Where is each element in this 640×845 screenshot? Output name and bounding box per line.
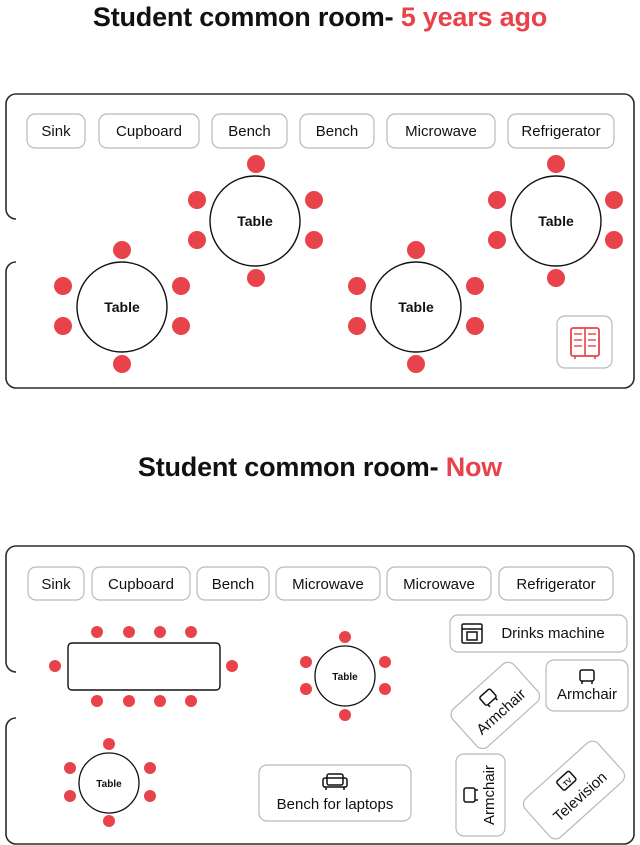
- svg-text:Cupboard: Cupboard: [116, 123, 182, 140]
- now-title-main: Student common room-: [137, 452, 446, 482]
- now-counter-cupboard: Cupboard: [91, 566, 191, 601]
- svg-text:Table: Table: [398, 299, 434, 315]
- tv-icon: TV: [556, 770, 577, 791]
- armchair-tilted: Armchair: [450, 661, 541, 750]
- past-title-main: Student common room-: [92, 2, 401, 32]
- past-counter-bench-2: Bench: [299, 113, 375, 149]
- now-table-2: Table: [64, 738, 156, 827]
- svg-text:Table: Table: [538, 213, 574, 229]
- past-table-1: Table: [188, 155, 323, 287]
- svg-text:Sink: Sink: [41, 123, 71, 140]
- svg-text:Microwave: Microwave: [292, 576, 364, 593]
- bench-for-laptops: Bench for laptops: [258, 764, 412, 822]
- past-room: Sink Cupboard Bench Bench Microwave Refr…: [5, 93, 635, 389]
- now-title-accent: Now: [445, 452, 503, 482]
- past-counter-refrigerator: Refrigerator: [507, 113, 615, 149]
- armchair-icon: [463, 787, 478, 803]
- svg-text:Bench for laptops: Bench for laptops: [277, 796, 394, 813]
- past-room-wall: [5, 93, 635, 389]
- sofa-icon: [322, 773, 348, 790]
- television: TV Television: [522, 740, 626, 840]
- svg-text:Bench: Bench: [316, 123, 359, 140]
- svg-text:Microwave: Microwave: [405, 123, 477, 140]
- now-room: Sink Cupboard Bench Microwave Microwave …: [5, 545, 635, 845]
- now-heading: Student common room- Now: [0, 452, 640, 483]
- past-table-3: Table: [54, 241, 190, 373]
- svg-text:Table: Table: [237, 213, 273, 229]
- svg-text:Table: Table: [96, 779, 122, 790]
- past-table-4: Table: [348, 241, 484, 373]
- now-counter-microwave-1: Microwave: [275, 566, 381, 601]
- svg-text:Bench: Bench: [228, 123, 271, 140]
- svg-text:Cupboard: Cupboard: [108, 576, 174, 593]
- past-counter-bench-1: Bench: [211, 113, 288, 149]
- svg-text:Microwave: Microwave: [403, 576, 475, 593]
- svg-text:Bench: Bench: [212, 576, 255, 593]
- past-table-2: Table: [488, 155, 623, 287]
- svg-text:Refrigerator: Refrigerator: [516, 576, 595, 593]
- svg-text:Armchair: Armchair: [557, 686, 617, 703]
- now-table-1: Table: [300, 631, 391, 721]
- past-counter-cupboard: Cupboard: [98, 113, 200, 149]
- svg-text:Refrigerator: Refrigerator: [521, 123, 600, 140]
- now-counter-sink: Sink: [27, 566, 85, 601]
- past-counter-microwave: Microwave: [386, 113, 496, 149]
- armchair-vertical: Armchair: [455, 753, 506, 837]
- now-counter-microwave-2: Microwave: [386, 566, 492, 601]
- now-counter-bench: Bench: [196, 566, 270, 601]
- svg-text:Table: Table: [332, 672, 358, 683]
- armchair-icon: [579, 669, 595, 684]
- locker-icon: [556, 315, 613, 369]
- armchair-icon: [479, 688, 498, 708]
- armchair-upright: Armchair: [545, 659, 629, 712]
- now-counter-refrigerator: Refrigerator: [498, 566, 614, 601]
- svg-text:Armchair: Armchair: [481, 765, 498, 825]
- drinks-machine: Drinks machine: [449, 614, 628, 653]
- now-room-wall: [5, 545, 635, 845]
- drinks-machine-icon: [461, 623, 483, 644]
- past-title-accent: 5 years ago: [400, 2, 548, 32]
- svg-text:Drinks machine: Drinks machine: [501, 625, 604, 642]
- now-long-table: [49, 626, 238, 707]
- svg-text:Table: Table: [104, 299, 140, 315]
- svg-text:TV: TV: [562, 777, 574, 788]
- past-heading: Student common room- 5 years ago: [0, 2, 640, 33]
- past-counter-sink: Sink: [26, 113, 86, 149]
- svg-text:Sink: Sink: [41, 576, 71, 593]
